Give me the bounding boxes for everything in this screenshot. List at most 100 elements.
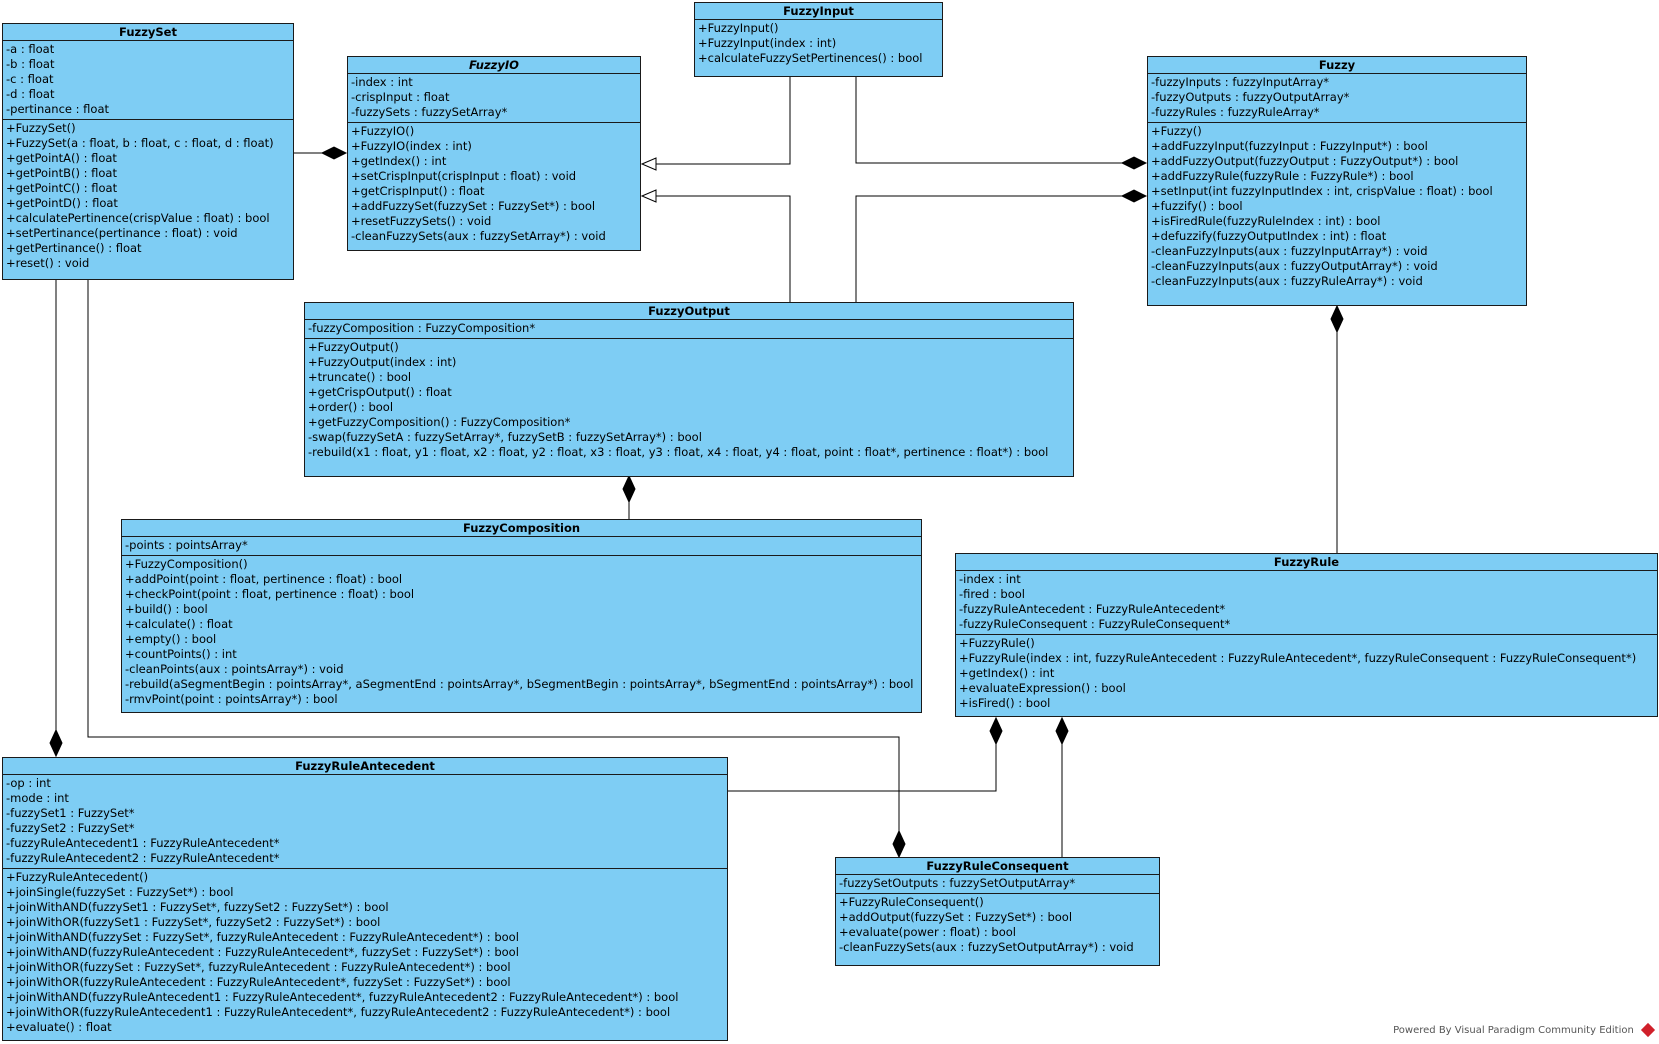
footer-text: Powered By Visual Paradigm Community Edi… — [1393, 1025, 1634, 1036]
attribute: -fuzzySet1 : FuzzySet* — [6, 806, 135, 820]
method: +fuzzify() : bool — [1151, 199, 1243, 213]
class-fuzzyoutput[interactable]: FuzzyOutput -fuzzyComposition : FuzzyCom… — [304, 302, 1074, 477]
method: +getPointC() : float — [6, 181, 118, 195]
method: +defuzzify(fuzzyOutputIndex : int) : flo… — [1151, 229, 1387, 243]
method: +FuzzyRuleAntecedent() — [6, 870, 149, 884]
method: +calculatePertinence(crispValue : float)… — [6, 211, 270, 225]
methods: +FuzzySet() +FuzzySet(a : float, b : flo… — [3, 119, 293, 273]
methods: +Fuzzy() +addFuzzyInput(fuzzyInput : Fuz… — [1148, 122, 1526, 291]
method: +order() : bool — [308, 400, 394, 414]
attribute: -fuzzySetOutputs : fuzzySetOutputArray* — [839, 876, 1076, 890]
method: +getPointB() : float — [6, 166, 117, 180]
attribute: -fuzzySets : fuzzySetArray* — [351, 105, 508, 119]
method: +joinWithOR(fuzzySet : FuzzySet*, fuzzyR… — [6, 960, 511, 974]
attribute: -fuzzyRuleAntecedent1 : FuzzyRuleAnteced… — [6, 836, 280, 850]
class-fuzzyio[interactable]: FuzzyIO -index : int -crispInput : float… — [347, 56, 641, 251]
method: +joinWithAND(fuzzyRuleAntecedent1 : Fuzz… — [6, 990, 679, 1004]
composition-fuzzyrule-antecedent — [728, 744, 997, 792]
class-fuzzy[interactable]: Fuzzy -fuzzyInputs : fuzzyInputArray* -f… — [1147, 56, 1527, 306]
method: +setCrispInput(crispInput : float) : voi… — [351, 169, 577, 183]
method: -cleanFuzzyInputs(aux : fuzzyOutputArray… — [1151, 259, 1438, 273]
method: +joinWithAND(fuzzySet1 : FuzzySet*, fuzz… — [6, 900, 389, 914]
method: +FuzzyRuleConsequent() — [839, 895, 984, 909]
class-name: FuzzyRuleAntecedent — [3, 758, 727, 775]
footer: Powered By Visual Paradigm Community Edi… — [1393, 1022, 1656, 1038]
class-fuzzyinput[interactable]: FuzzyInput +FuzzyInput() +FuzzyInput(ind… — [694, 2, 943, 77]
generalization-fuzzyoutput-fuzzyio — [642, 195, 791, 302]
method: +joinWithOR(fuzzyRuleAntecedent1 : Fuzzy… — [6, 1005, 671, 1019]
method: +getPointA() : float — [6, 151, 117, 165]
attribute: -op : int — [6, 776, 51, 790]
attribute: -fuzzyRuleAntecedent2 : FuzzyRuleAnteced… — [6, 851, 280, 865]
method: +FuzzyInput(index : int) — [698, 36, 837, 50]
attribute: -b : float — [6, 57, 55, 71]
methods: +FuzzyOutput() +FuzzyOutput(index : int)… — [305, 338, 1073, 462]
attribute: -c : float — [6, 72, 54, 86]
class-name: FuzzyComposition — [122, 520, 921, 537]
method: +checkPoint(point : float, pertinence : … — [125, 587, 415, 601]
inheritance-arrow-fuzzyinput — [640, 157, 657, 171]
attribute: -fired : bool — [959, 587, 1025, 601]
composition-fuzzy-fuzzyinput — [855, 77, 1122, 164]
attribute: -fuzzyOutputs : fuzzyOutputArray* — [1151, 90, 1350, 104]
method: +empty() : bool — [125, 632, 217, 646]
attribute: -mode : int — [6, 791, 69, 805]
visual-paradigm-logo-icon — [1640, 1022, 1656, 1038]
method: +joinWithOR(fuzzyRuleAntecedent : FuzzyR… — [6, 975, 511, 989]
attributes: -a : float -b : float -c : float -d : fl… — [3, 41, 293, 119]
method: +reset() : void — [6, 256, 90, 270]
attributes: -fuzzyInputs : fuzzyInputArray* -fuzzyOu… — [1148, 74, 1526, 122]
method: +calculate() : float — [125, 617, 233, 631]
class-fuzzycomposition[interactable]: FuzzyComposition -points : pointsArray* … — [121, 519, 922, 713]
diamond-antecedent-fuzzyset — [49, 728, 63, 758]
diamond-fuzzy-fuzzyoutput — [1120, 189, 1148, 203]
attribute: -index : int — [351, 75, 413, 89]
method: +addFuzzyOutput(fuzzyOutput : FuzzyOutpu… — [1151, 154, 1459, 168]
generalization-fuzzyinput-fuzzyio — [642, 77, 791, 165]
methods: +FuzzyComposition() +addPoint(point : fl… — [122, 555, 921, 709]
inheritance-arrow-fuzzyoutput — [640, 189, 657, 203]
attribute: -fuzzyRules : fuzzyRuleArray* — [1151, 105, 1320, 119]
attribute: -fuzzySet2 : FuzzySet* — [6, 821, 135, 835]
class-fuzzyruleantecedent[interactable]: FuzzyRuleAntecedent -op : int -mode : in… — [2, 757, 728, 1041]
diamond-consequent-fuzzyset — [892, 829, 906, 859]
diamond-fuzzyrule-consequent — [1055, 716, 1069, 746]
method: +getCrispInput() : float — [351, 184, 485, 198]
method: +evaluate() : float — [6, 1020, 112, 1034]
class-fuzzyrule[interactable]: FuzzyRule -index : int -fired : bool -fu… — [955, 553, 1658, 717]
attribute: -fuzzyInputs : fuzzyInputArray* — [1151, 75, 1330, 89]
method: +getPertinance() : float — [6, 241, 142, 255]
method: +addFuzzyInput(fuzzyInput : FuzzyInput*)… — [1151, 139, 1428, 153]
method: -cleanFuzzyInputs(aux : fuzzyRuleArray*)… — [1151, 274, 1423, 288]
method: +addFuzzyRule(fuzzyRule : FuzzyRule*) : … — [1151, 169, 1414, 183]
method: -cleanPoints(aux : pointsArray*) : void — [125, 662, 344, 676]
method: -cleanFuzzySets(aux : fuzzySetArray*) : … — [351, 229, 606, 243]
diamond-fuzzy-fuzzyinput — [1120, 156, 1148, 170]
methods: +FuzzyInput() +FuzzyInput(index : int) +… — [695, 20, 942, 68]
class-fuzzyset[interactable]: FuzzySet -a : float -b : float -c : floa… — [2, 23, 294, 280]
method: +truncate() : bool — [308, 370, 412, 384]
method: -rmvPoint(point : pointsArray*) : bool — [125, 692, 338, 706]
method: +addFuzzySet(fuzzySet : FuzzySet*) : boo… — [351, 199, 596, 213]
attribute: -fuzzyRuleConsequent : FuzzyRuleConseque… — [959, 617, 1231, 631]
method: +evaluateExpression() : bool — [959, 681, 1126, 695]
method: +isFiredRule(fuzzyRuleIndex : int) : boo… — [1151, 214, 1381, 228]
method: -cleanFuzzyInputs(aux : fuzzyInputArray*… — [1151, 244, 1428, 258]
class-name: FuzzyOutput — [305, 303, 1073, 320]
attributes: -index : int -fired : bool -fuzzyRuleAnt… — [956, 571, 1657, 634]
diamond-fuzzyrule-antecedent — [989, 716, 1003, 746]
diamond-fuzzyoutput-fuzzycomposition — [622, 474, 636, 504]
method: +joinWithOR(fuzzySet1 : FuzzySet*, fuzzy… — [6, 915, 381, 929]
method: +FuzzyInput() — [698, 21, 779, 35]
attribute: -d : float — [6, 87, 55, 101]
method: +getIndex() : int — [351, 154, 447, 168]
class-name: FuzzyRuleConsequent — [836, 858, 1159, 875]
class-fuzzyruleconsequent[interactable]: FuzzyRuleConsequent -fuzzySetOutputs : f… — [835, 857, 1160, 966]
method: -rebuild(aSegmentBegin : pointsArray*, a… — [125, 677, 914, 691]
attributes: -index : int -crispInput : float -fuzzyS… — [348, 74, 640, 122]
class-name: FuzzyInput — [695, 3, 942, 20]
method: +getFuzzyComposition() : FuzzyCompositio… — [308, 415, 571, 429]
attribute: -pertinance : float — [6, 102, 110, 116]
method: +FuzzyIO(index : int) — [351, 139, 472, 153]
